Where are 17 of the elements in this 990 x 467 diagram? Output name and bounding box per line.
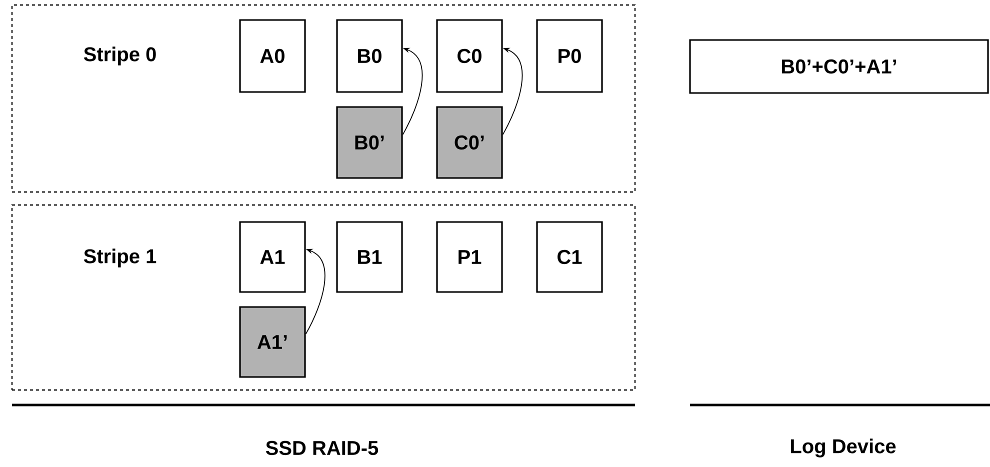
block-box: A0 — [239, 19, 306, 93]
device-label: SSD RAID-5 — [266, 440, 378, 456]
block-box: B1 — [336, 221, 403, 293]
block-box: P0 — [536, 19, 603, 93]
log-box: B0’+C0’+A1’ — [689, 39, 989, 94]
curved-arrow — [305, 248, 326, 334]
updated-block-box: B0’ — [336, 106, 403, 179]
updated-block-box: A1’ — [239, 306, 306, 378]
block-box: P1 — [436, 221, 503, 293]
block-box: C1 — [536, 221, 603, 293]
curved-arrow — [402, 48, 423, 135]
block-box: C0 — [436, 19, 503, 93]
curved-arrow — [502, 48, 523, 135]
block-box: B0 — [336, 19, 403, 93]
block-box: A1 — [239, 221, 306, 293]
updated-block-box: C0’ — [436, 106, 503, 179]
device-label: Log Device — [791, 438, 896, 458]
